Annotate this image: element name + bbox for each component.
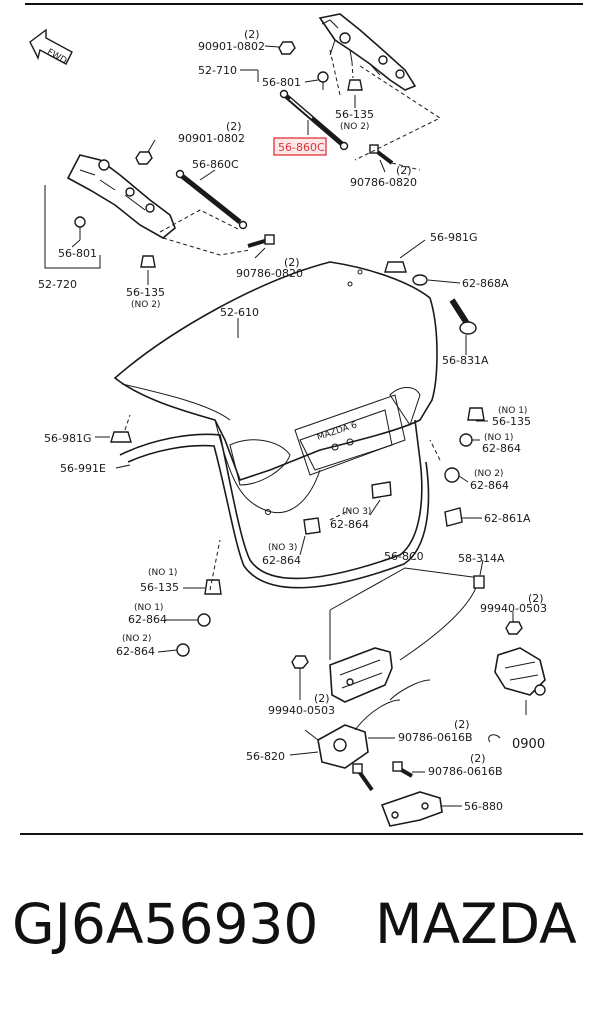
label-90786-0616b-upper: 90786-0616B xyxy=(398,731,473,744)
label-99940-0503-right: 99940-0503 xyxy=(480,602,547,615)
label-56-135-lower: 56-135 xyxy=(140,581,179,594)
fwd-arrow-icon: FWD xyxy=(29,28,73,67)
label-90901-0802-left-qty: (2) xyxy=(226,120,242,133)
trunk-latch-drawing xyxy=(329,647,393,703)
nut-actuator-icon xyxy=(505,621,523,635)
bumper-rubber-left-icon xyxy=(110,431,132,443)
label-58-314a: 58-314A xyxy=(458,552,505,565)
label-62-861a: 62-861A xyxy=(484,512,531,525)
actuator-drawing xyxy=(494,647,546,696)
label-56-135-top-no: (NO 2) xyxy=(340,122,369,132)
striker-drawing xyxy=(380,791,443,827)
label-62-868a: 62-868A xyxy=(462,277,509,290)
bumper-rubber-top-icon xyxy=(384,261,407,273)
parts-diagram: FWD xyxy=(20,3,583,835)
label-56-135-left: 56-135 xyxy=(126,286,165,299)
label-56-860c-highlighted: 56-860C xyxy=(278,141,325,154)
grommet-top-icon xyxy=(347,79,363,91)
label-90901-0802-left: 90901-0802 xyxy=(178,132,245,145)
gas-strut-right-drawing xyxy=(279,89,349,151)
plug-no1-left-icon xyxy=(197,613,211,627)
label-62-864-no3-left: 62-864 xyxy=(262,554,301,567)
lock-cylinder-icon xyxy=(449,298,477,335)
label-99940-0503-left: 99940-0503 xyxy=(268,704,335,717)
label-56-981g-left: 56-981G xyxy=(44,432,92,445)
label-56-991e: 56-991E xyxy=(60,462,106,475)
nut-left-icon xyxy=(135,151,153,165)
hinge-right-drawing xyxy=(318,13,417,91)
grommet-no1-left-icon xyxy=(204,579,222,595)
label-56-831a: 56-831A xyxy=(442,354,489,367)
label-56-135-lower-no: (NO 1) xyxy=(148,568,177,578)
bolt-0616b-lower-icon xyxy=(392,761,413,778)
weatherstrip-seal-drawing xyxy=(119,419,430,589)
brand-name: MAZDA xyxy=(375,892,577,956)
label-62-864-no2-right-no: (NO 2) xyxy=(474,469,503,479)
bolt-left-icon xyxy=(247,234,275,248)
label-90901-0802-top-qty: (2) xyxy=(244,28,260,41)
label-56-8c0: 56-8C0 xyxy=(384,550,424,563)
label-62-864-no3-left-no: (NO 3) xyxy=(268,543,297,553)
plug-no3-left-icon xyxy=(303,517,321,535)
label-56-801-left: 56-801 xyxy=(58,247,97,260)
label-90786-0616b-upper-qty: (2) xyxy=(454,718,470,731)
label-56-135-top: 56-135 xyxy=(335,108,374,121)
label-62-864-no1-left-no: (NO 1) xyxy=(134,603,163,613)
leader-lines xyxy=(71,45,514,807)
label-56-820: 56-820 xyxy=(246,750,285,763)
label-62-864-no2-right: 62-864 xyxy=(470,479,509,492)
label-90786-0616b-lower: 90786-0616B xyxy=(428,765,503,778)
plug-no1-right-icon xyxy=(459,433,473,447)
label-56-981g-top: 56-981G xyxy=(430,231,478,244)
highlight-box xyxy=(273,137,327,156)
label-56-880: 56-880 xyxy=(464,800,503,813)
part-number: GJ6A56930 xyxy=(12,892,319,956)
plug-no2-right-icon xyxy=(444,467,460,483)
label-90786-0820-right: 90786-0820 xyxy=(350,176,417,189)
release-cable xyxy=(354,581,479,731)
nut-latch-icon xyxy=(291,655,309,669)
cable-end-icon xyxy=(473,575,485,589)
gas-strut-left-drawing xyxy=(175,169,248,230)
trunk-lid-drawing: MAZDA 6 xyxy=(113,261,438,515)
plug-no3-icon xyxy=(371,481,392,499)
plug-no2-left-icon xyxy=(176,643,190,657)
label-62-864-no1-left: 62-864 xyxy=(128,613,167,626)
label-90901-0802-top: 90901-0802 xyxy=(198,40,265,53)
bolt-0616b-upper-icon xyxy=(352,763,374,792)
label-62-864-no1-right-no: (NO 1) xyxy=(484,433,513,443)
label-62-864-no3-center-no: (NO 3) xyxy=(342,507,371,517)
label-62-864-no2-left-no: (NO 2) xyxy=(122,634,151,644)
label-56-860c-left: 56-860C xyxy=(192,158,239,171)
label-52-710: 52-710 xyxy=(198,64,237,77)
clip-0900-icon xyxy=(488,734,501,743)
label-56-135-right: 56-135 xyxy=(492,415,531,428)
bolt-top-icon xyxy=(317,71,329,90)
grommet-left-icon xyxy=(140,255,156,268)
label-52-720: 52-720 xyxy=(38,278,77,291)
cover-861a-icon xyxy=(444,507,463,527)
label-52-610: 52-610 xyxy=(220,306,259,319)
label-62-864-no3-center: 62-864 xyxy=(330,518,369,531)
grommet-868a-icon xyxy=(412,274,428,286)
nut-top-icon xyxy=(278,41,296,55)
label-99940-0503-right-qty: (2) xyxy=(528,592,544,605)
label-62-864-no1-right: 62-864 xyxy=(482,442,521,455)
label-0900: 0900 xyxy=(512,737,545,752)
label-56-135-right-no: (NO 1) xyxy=(498,406,527,416)
lock-actuator-drawing xyxy=(304,724,369,769)
label-62-864-no2-left: 62-864 xyxy=(116,645,155,658)
label-90786-0820-left: 90786-0820 xyxy=(236,267,303,280)
label-90786-0820-right-qty: (2) xyxy=(396,164,412,177)
grommet-56-135-right-icon xyxy=(467,407,485,421)
label-56-801-top: 56-801 xyxy=(262,76,301,89)
hinge-left-drawing xyxy=(66,154,176,239)
label-90786-0820-left-qty: (2) xyxy=(284,256,300,269)
label-99940-0503-left-qty: (2) xyxy=(314,692,330,705)
bolt-left-801-icon xyxy=(74,216,86,240)
label-90786-0616b-lower-qty: (2) xyxy=(470,752,486,765)
label-56-135-left-no: (NO 2) xyxy=(131,300,160,310)
